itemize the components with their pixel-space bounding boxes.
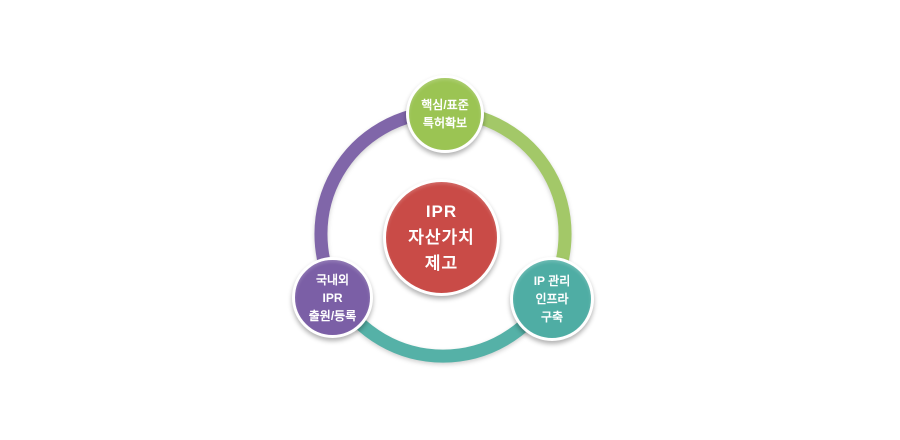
node-label-line: IP 관리 bbox=[533, 274, 571, 288]
node-core-standard-patents: 핵심/표준 특허확보 bbox=[406, 75, 484, 153]
node-label-line: 인프라 bbox=[535, 292, 569, 306]
node-center-ipr-asset-value: IPR 자산가치 제고 bbox=[383, 179, 500, 296]
center-label-line: IPR bbox=[425, 201, 458, 221]
node-label-line: 출원/등록 bbox=[308, 308, 357, 323]
center-label-line: 제고 bbox=[424, 253, 459, 273]
node-label-line: 국내외 bbox=[315, 272, 350, 287]
node-label-line: IPR bbox=[322, 290, 343, 305]
node-domestic-intl-ipr-filing: 국내외 IPR 출원/등록 bbox=[292, 257, 373, 338]
node-label-line: 구축 bbox=[540, 310, 564, 324]
node-label-line: 특허확보 bbox=[422, 116, 468, 130]
center-label-line: 자산가치 bbox=[408, 227, 475, 247]
node-ip-management-infra: IP 관리 인프라 구축 bbox=[510, 257, 594, 341]
node-label-line: 핵심/표준 bbox=[421, 98, 469, 112]
